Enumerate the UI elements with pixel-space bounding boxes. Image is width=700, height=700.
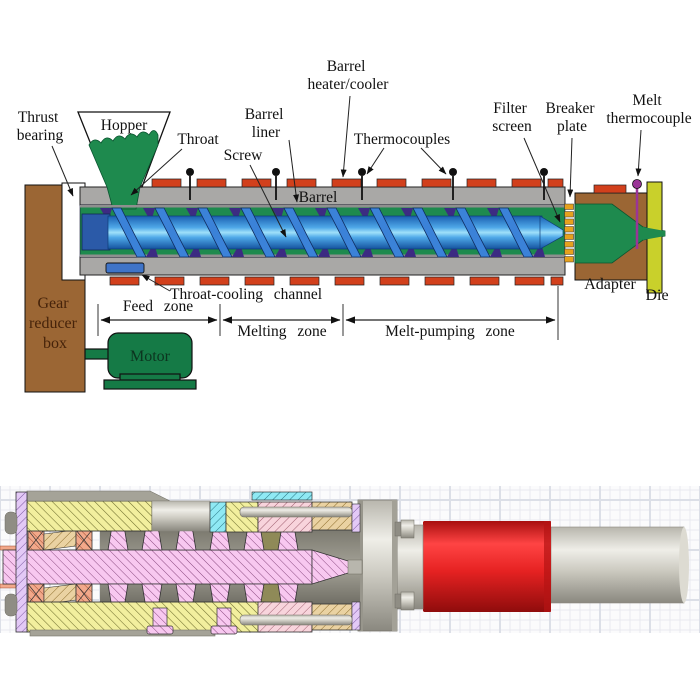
screw-label: Screw xyxy=(224,147,264,164)
seal-violet-top xyxy=(351,503,361,533)
heater-band-edge xyxy=(544,521,551,612)
end-bolt-bottom xyxy=(4,593,18,617)
heater-band-shading xyxy=(423,521,551,612)
housing-bolts-bottom xyxy=(146,607,238,635)
extruder-barrel-cylinder xyxy=(550,526,685,604)
melting-zone-label: Melting zone xyxy=(237,323,326,340)
melt-pumping-zone-label: Melt-pumping zone xyxy=(385,323,515,340)
filter-screen-label: Filter screen xyxy=(492,100,532,135)
end-plate-lavender xyxy=(15,491,28,633)
breaker-plate-segments xyxy=(564,203,574,263)
thermocouples-label: Thermocouples xyxy=(354,131,450,148)
breaker-plate-leader xyxy=(567,137,574,198)
gear-reducer-box-label: Gear reducer box xyxy=(29,295,81,352)
barrel-bottom-wall xyxy=(79,256,566,276)
throat-leader xyxy=(130,148,183,196)
thermocouples-leader-right xyxy=(420,147,447,175)
housing-top-yellow xyxy=(26,500,153,532)
thermocouple-head xyxy=(186,168,194,176)
thrust-bearing-label: Thrust bearing xyxy=(17,109,64,144)
tie-bolt-bottom xyxy=(239,614,353,626)
screw-leader xyxy=(249,164,287,238)
screw-flights xyxy=(111,207,534,258)
motor-base xyxy=(103,379,197,390)
feed-zone-label: Feed zone xyxy=(123,298,193,315)
thermocouple-head xyxy=(272,168,280,176)
throat-cooling-leader xyxy=(141,274,171,292)
seal-violet-bottom xyxy=(351,601,361,631)
mounting-flange xyxy=(357,499,398,632)
housing-bottom-base xyxy=(29,629,216,637)
die-label: Die xyxy=(645,287,668,304)
housing-top-cap xyxy=(26,490,171,502)
filter-screen-leader xyxy=(523,137,561,223)
thermocouple-head xyxy=(358,168,366,176)
extruder-cad-cross-section xyxy=(0,486,700,637)
thermocouples-leader-left xyxy=(366,147,385,175)
heater-cooler-leader xyxy=(340,95,351,178)
melt-thermocouple-label: Melt thermocouple xyxy=(606,92,691,127)
adapter-heater xyxy=(593,184,627,194)
mid-metal-top xyxy=(151,500,211,532)
thrust-bearing-leader xyxy=(51,145,74,197)
barrel-liner-leader xyxy=(288,139,300,203)
motor-shaft xyxy=(84,348,111,360)
extruder-schematic: Thrust bearing Hopper Throat Screw Barre… xyxy=(17,58,692,393)
breaker-plate-label: Breaker plate xyxy=(546,100,599,135)
melt-thermocouple-head xyxy=(632,179,642,189)
screw-tip xyxy=(539,215,564,250)
thermocouple-head xyxy=(449,168,457,176)
tie-bolt-top xyxy=(239,506,353,518)
insert-cyan-block xyxy=(209,501,227,533)
throat-cooling-channel-label: Throat-cooling channel xyxy=(170,286,322,303)
barrel-cylinder-end-cap xyxy=(679,527,689,603)
screw-shank xyxy=(81,213,111,251)
barrel-liner-label: Barrel liner xyxy=(245,106,288,141)
barrel-liner-top xyxy=(80,205,565,208)
die-melt-exit xyxy=(643,227,665,240)
throat-cooling-channel xyxy=(105,262,145,274)
hopper-label: Hopper xyxy=(101,117,148,134)
hopper-material xyxy=(88,130,159,210)
thermocouple-pins xyxy=(189,176,545,200)
barrel-heaters-top xyxy=(151,178,564,188)
barrel-heater-cooler-label: Barrel heater/cooler xyxy=(308,58,390,93)
throat-label: Throat xyxy=(177,131,219,148)
bearing-row-bottom xyxy=(27,583,93,605)
bearing-row-top xyxy=(27,529,93,551)
insert-cyan-bar xyxy=(251,491,313,501)
thermocouple-head xyxy=(540,168,548,176)
barrel-heaters-bottom xyxy=(109,276,564,286)
barrel-label: Barrel xyxy=(299,189,338,206)
flange-right-rim xyxy=(392,500,397,631)
motor-label: Motor xyxy=(130,348,171,365)
end-bolt-top xyxy=(4,511,18,535)
flange-bolts xyxy=(394,519,415,611)
melt-thermocouple-leader xyxy=(635,129,642,177)
shaft-tip-nub xyxy=(347,559,363,575)
adapter-label: Adapter xyxy=(584,276,636,293)
